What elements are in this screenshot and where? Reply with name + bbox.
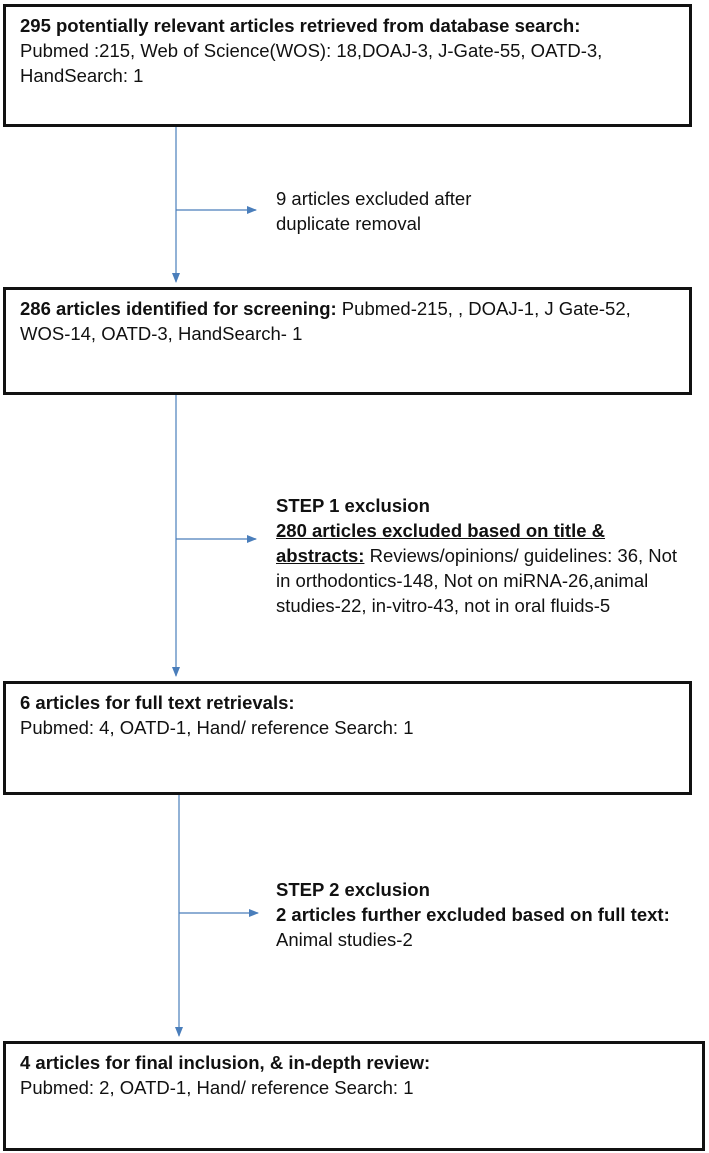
exclusion-text: Reviews/opinions/ guidelines: 36, Not in… bbox=[276, 545, 678, 616]
exclusion-text: 9 articles excluded after duplicate remo… bbox=[276, 188, 472, 234]
stage-box-included: 4 articles for final inclusion, & in-dep… bbox=[3, 1041, 705, 1151]
exclusion-note-step1: STEP 1 exclusion 280 articles excluded b… bbox=[276, 493, 696, 618]
exclusion-note-duplicates: 9 articles excluded after duplicate remo… bbox=[276, 186, 536, 236]
exclusion-subheading: 2 articles further excluded based on ful… bbox=[276, 904, 670, 925]
exclusion-heading: STEP 1 exclusion bbox=[276, 495, 430, 516]
stage-body: Pubmed :215, Web of Science(WOS): 18,DOA… bbox=[20, 40, 603, 86]
stage-box-fulltext: 6 articles for full text retrievals: Pub… bbox=[3, 681, 692, 795]
stage-title: 4 articles for final inclusion, & in-dep… bbox=[20, 1052, 431, 1073]
stage-body: Pubmed: 4, OATD-1, Hand/ reference Searc… bbox=[20, 717, 414, 738]
exclusion-note-step2: STEP 2 exclusion 2 articles further excl… bbox=[276, 877, 708, 952]
exclusion-subheading: 280 articles excluded based on title & a… bbox=[276, 520, 606, 566]
stage-body: Pubmed: 2, OATD-1, Hand/ reference Searc… bbox=[20, 1077, 414, 1098]
stage-box-screening: 286 articles identified for screening: P… bbox=[3, 287, 692, 395]
stage-body: Pubmed-215, , DOAJ-1, J Gate-52, WOS-14,… bbox=[20, 298, 631, 344]
exclusion-text: Animal studies-2 bbox=[276, 929, 413, 950]
stage-title: 295 potentially relevant articles retrie… bbox=[20, 15, 581, 36]
exclusion-heading: STEP 2 exclusion bbox=[276, 879, 430, 900]
stage-title: 6 articles for full text retrievals: bbox=[20, 692, 295, 713]
stage-title: 286 articles identified for screening: bbox=[20, 298, 337, 319]
stage-box-identified: 295 potentially relevant articles retrie… bbox=[3, 4, 692, 127]
